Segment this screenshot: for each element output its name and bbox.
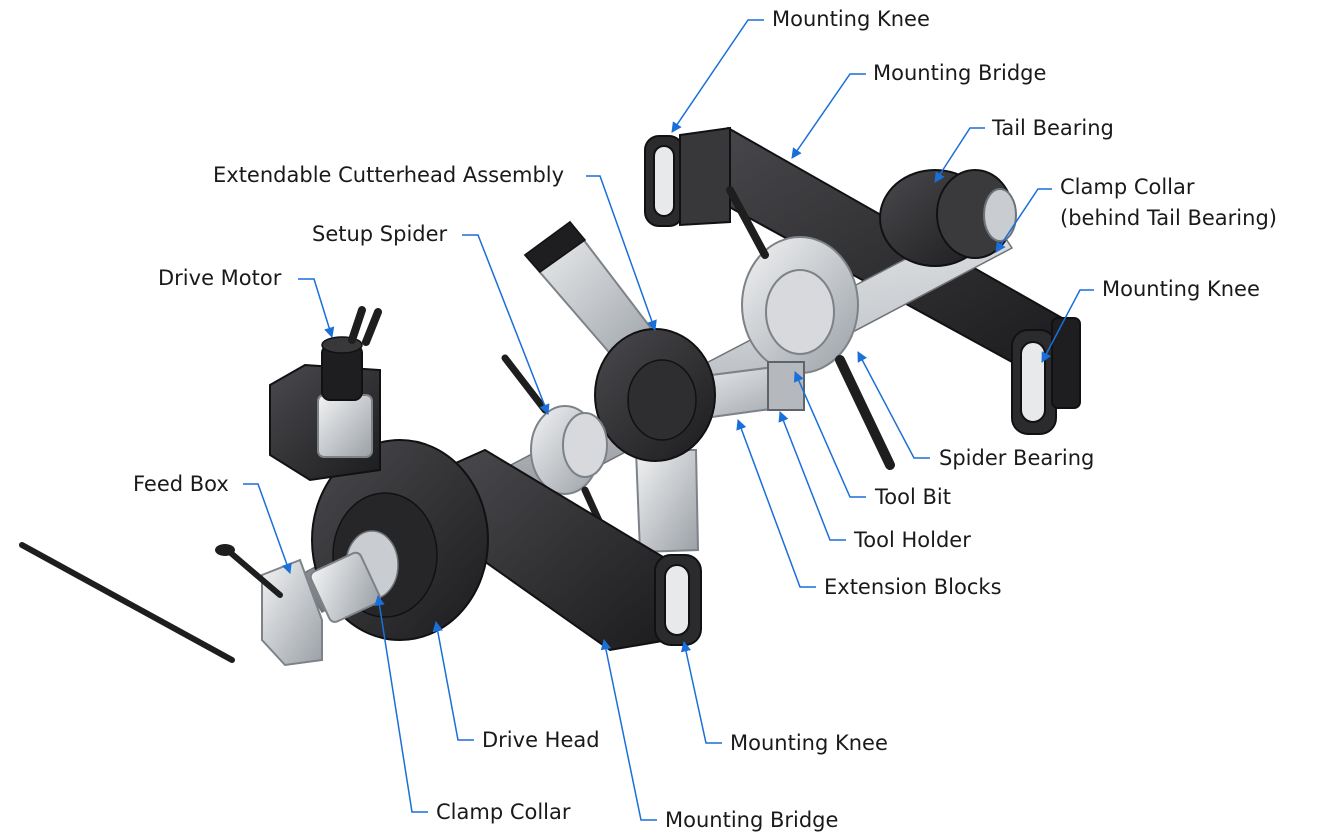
leader-tail-bearing bbox=[934, 127, 985, 183]
label-spider-bearing: Spider Bearing bbox=[939, 446, 1095, 470]
label-extendable-cutterhead: Extendable Cutterhead Assembly bbox=[213, 163, 565, 187]
leader-clamp-collar-right bbox=[995, 188, 1052, 253]
leader-tool-holder bbox=[778, 411, 846, 541]
drive-motor bbox=[317, 306, 382, 458]
label-mounting-knee-right: Mounting Knee bbox=[1102, 277, 1260, 301]
label-tail-bearing: Tail Bearing bbox=[992, 116, 1114, 140]
label-drive-motor: Drive Motor bbox=[158, 266, 282, 290]
tail-bearing-assembly bbox=[879, 169, 1017, 267]
tool-holder bbox=[767, 361, 805, 411]
leader-mounting-knee-right bbox=[1041, 289, 1094, 363]
setup-spider bbox=[501, 354, 614, 549]
feed-box bbox=[215, 544, 323, 667]
leader-extension-blocks bbox=[736, 419, 816, 588]
leader-tool-bit bbox=[794, 371, 866, 498]
label-clamp-collar-right: Clamp Collar (behind Tail Bearing) bbox=[1060, 172, 1277, 234]
leader-drive-head bbox=[432, 620, 474, 741]
leader-mounting-bridge-top bbox=[791, 73, 866, 159]
label-mounting-bridge-top: Mounting Bridge bbox=[873, 61, 1047, 85]
leader-mounting-knee-top bbox=[671, 19, 764, 133]
leader-lines bbox=[243, 19, 1094, 821]
label-clamp-collar-bottom: Clamp Collar bbox=[436, 800, 571, 824]
label-clamp-collar-right-line2: (behind Tail Bearing) bbox=[1060, 206, 1277, 230]
mounting-knee-top bbox=[644, 126, 731, 227]
clamp-collar-left bbox=[309, 551, 381, 623]
label-mounting-knee-top: Mounting Knee bbox=[772, 7, 930, 31]
leader-mounting-knee-bottom bbox=[680, 640, 722, 744]
label-mounting-bridge-bottom: Mounting Bridge bbox=[665, 808, 839, 832]
leader-feed-box bbox=[243, 483, 292, 574]
label-feed-box: Feed Box bbox=[133, 472, 229, 496]
cutterhead-ring bbox=[594, 328, 716, 462]
label-extension-blocks: Extension Blocks bbox=[824, 575, 1002, 599]
leader-clamp-collar-bottom bbox=[374, 594, 428, 813]
mounting-knee-right bbox=[1011, 317, 1081, 435]
mounting-knee-bottom bbox=[654, 554, 702, 646]
extension-blocks-lower bbox=[634, 449, 700, 554]
label-clamp-collar-right-line1: Clamp Collar bbox=[1060, 175, 1195, 199]
label-tool-holder: Tool Holder bbox=[854, 528, 971, 552]
label-mounting-knee-bottom: Mounting Knee bbox=[730, 731, 888, 755]
leader-setup-spider bbox=[462, 234, 550, 415]
feed-screw-rod bbox=[19, 542, 235, 663]
leader-spider-bearing bbox=[857, 351, 930, 459]
leader-drive-motor bbox=[298, 278, 335, 339]
leader-mounting-bridge-bottom bbox=[600, 638, 657, 821]
label-setup-spider: Setup Spider bbox=[312, 222, 448, 246]
leader-extendable-cutterhead bbox=[586, 175, 657, 331]
label-tool-bit: Tool Bit bbox=[875, 485, 951, 509]
label-drive-head: Drive Head bbox=[482, 728, 600, 752]
